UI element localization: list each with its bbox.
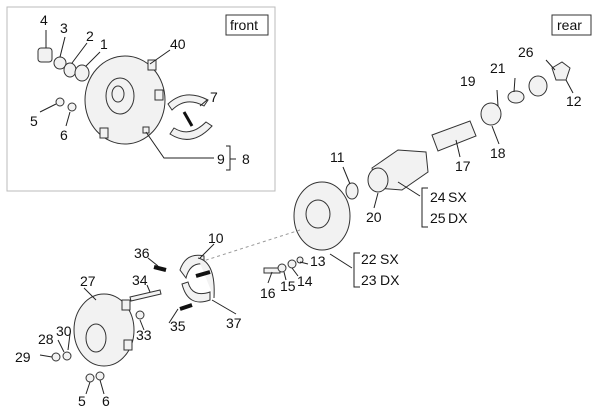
label-27: 27: [80, 273, 96, 289]
label-18: 18: [490, 145, 506, 161]
label-3: 3: [60, 20, 68, 36]
label-2: 2: [86, 28, 94, 44]
label-30: 30: [56, 323, 72, 339]
rear-tag: rear: [557, 17, 582, 33]
rear-spindle-parts: [345, 61, 571, 200]
label-11: 11: [330, 149, 345, 165]
label-5-rear: 5: [78, 393, 86, 409]
front-tag-box: [225, 14, 269, 36]
front-section-frame: [6, 6, 276, 192]
label-19: 19: [460, 73, 476, 89]
label-17: 17: [455, 158, 471, 174]
label-7: 7: [210, 89, 218, 105]
rear-brake-shoes: [129, 254, 215, 311]
label-21: 21: [490, 60, 506, 76]
rear-brake-drum-hub: [51, 293, 145, 383]
label-12: 12: [566, 93, 582, 109]
part-labels: 4 3 2 1 40 5 6 7 9 8 26 21 19 12 18 17 1…: [15, 12, 582, 409]
label-25-side: DX: [448, 210, 468, 226]
label-29: 29: [15, 349, 31, 365]
label-22: 22: [361, 251, 377, 267]
label-28: 28: [38, 331, 54, 347]
label-23-side: DX: [380, 272, 400, 288]
label-36: 36: [134, 245, 150, 261]
label-16: 16: [260, 285, 276, 301]
leader-lines: [39, 30, 574, 395]
rear-tag-box: [551, 14, 592, 36]
rear-small-hardware: [263, 256, 304, 274]
front-brake-shoes: [142, 94, 213, 140]
label-15: 15: [280, 278, 296, 294]
front-small-parts: [37, 47, 90, 112]
label-1: 1: [100, 36, 108, 52]
label-8: 8: [242, 151, 250, 167]
label-22-side: SX: [380, 251, 399, 267]
label-40: 40: [170, 36, 186, 52]
label-26: 26: [518, 44, 534, 60]
label-37: 37: [226, 315, 242, 331]
label-9: 9: [217, 151, 225, 167]
label-23: 23: [361, 272, 377, 288]
label-13: 13: [310, 253, 326, 269]
label-5: 5: [30, 113, 38, 129]
label-6-rear: 6: [102, 393, 110, 409]
label-4: 4: [40, 12, 48, 28]
label-33: 33: [136, 327, 152, 343]
label-35: 35: [170, 318, 186, 334]
label-34: 34: [132, 272, 148, 288]
label-24-side: SX: [448, 189, 467, 205]
label-24: 24: [430, 189, 446, 205]
front-tag: front: [230, 17, 258, 33]
label-14: 14: [297, 273, 313, 289]
label-10: 10: [208, 230, 224, 246]
rear-brake-plate: [199, 181, 351, 263]
label-20: 20: [366, 209, 382, 225]
front-brake-drum-hub: [84, 55, 166, 145]
label-6: 6: [60, 127, 68, 143]
label-25: 25: [430, 210, 446, 226]
